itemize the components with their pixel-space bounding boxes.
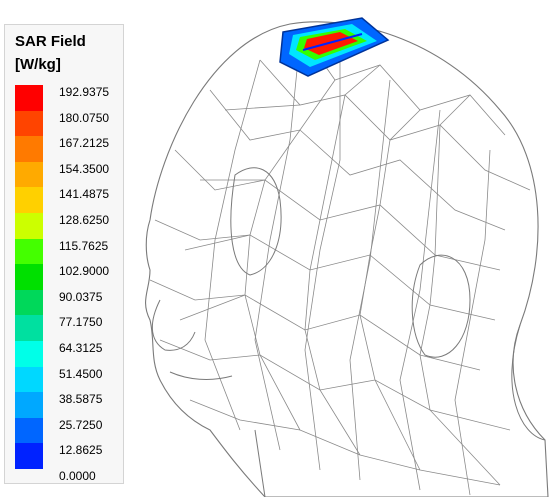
- legend-unit: [W/kg]: [15, 56, 61, 73]
- sar-hotspot[interactable]: [279, 17, 390, 77]
- legend-swatch: [15, 417, 43, 444]
- legend-swatch: [15, 238, 43, 265]
- legend-tick-label: 90.0375: [59, 289, 103, 304]
- hotspot-dark-line: [302, 33, 363, 51]
- legend-swatch: [15, 340, 43, 367]
- eye-outline: [230, 167, 282, 276]
- legend-labels: 192.9375 180.0750 167.2125 154.3500 141.…: [59, 80, 127, 483]
- nose-outline: [151, 299, 196, 351]
- legend-tick-label: 102.9000: [59, 264, 110, 279]
- legend-swatch: [15, 187, 43, 213]
- legend-swatch: [15, 443, 43, 469]
- legend-swatch: [15, 392, 43, 418]
- legend-tick-label: 115.7625: [59, 238, 109, 253]
- sar-legend: SAR Field [W/kg] 192.9375 180.0750 167.2…: [4, 24, 124, 484]
- legend-tick-label: 154.3500: [59, 161, 110, 176]
- legend-tick-label: 192.9375: [59, 85, 110, 99]
- neck-outline: [254, 324, 546, 497]
- legend-tick-label: 0.0000: [59, 468, 96, 483]
- legend-swatch: [15, 110, 43, 137]
- legend-swatch: [15, 212, 43, 239]
- legend-tick-label: 77.1750: [59, 315, 103, 330]
- legend-swatch: [15, 136, 43, 162]
- legend-swatch: [15, 366, 43, 393]
- legend-swatch: [15, 264, 43, 290]
- head-silhouette: [145, 21, 549, 497]
- legend-tick-label: 51.4500: [59, 366, 103, 381]
- legend-swatch: [15, 85, 43, 111]
- ear-outline: [411, 254, 471, 358]
- legend-tick-label: 128.6250: [59, 212, 110, 227]
- legend-tick-label: 12.8625: [59, 443, 103, 458]
- legend-tick-label: 167.2125: [59, 136, 110, 151]
- mesh-lines: [149, 29, 531, 496]
- legend-tick-label: 141.4875: [59, 187, 110, 202]
- legend-tick-label: 64.3125: [59, 340, 103, 355]
- legend-tick-label: 25.7250: [59, 417, 103, 432]
- legend-swatch: [15, 315, 43, 341]
- legend-tick-label: 180.0750: [59, 110, 110, 125]
- mouth-outline: [169, 371, 233, 380]
- legend-title: SAR Field: [15, 33, 86, 50]
- legend-swatch: [15, 289, 43, 316]
- legend-swatch: [15, 161, 43, 188]
- legend-swatches: [15, 85, 43, 469]
- legend-tick-label: 38.5875: [59, 392, 103, 407]
